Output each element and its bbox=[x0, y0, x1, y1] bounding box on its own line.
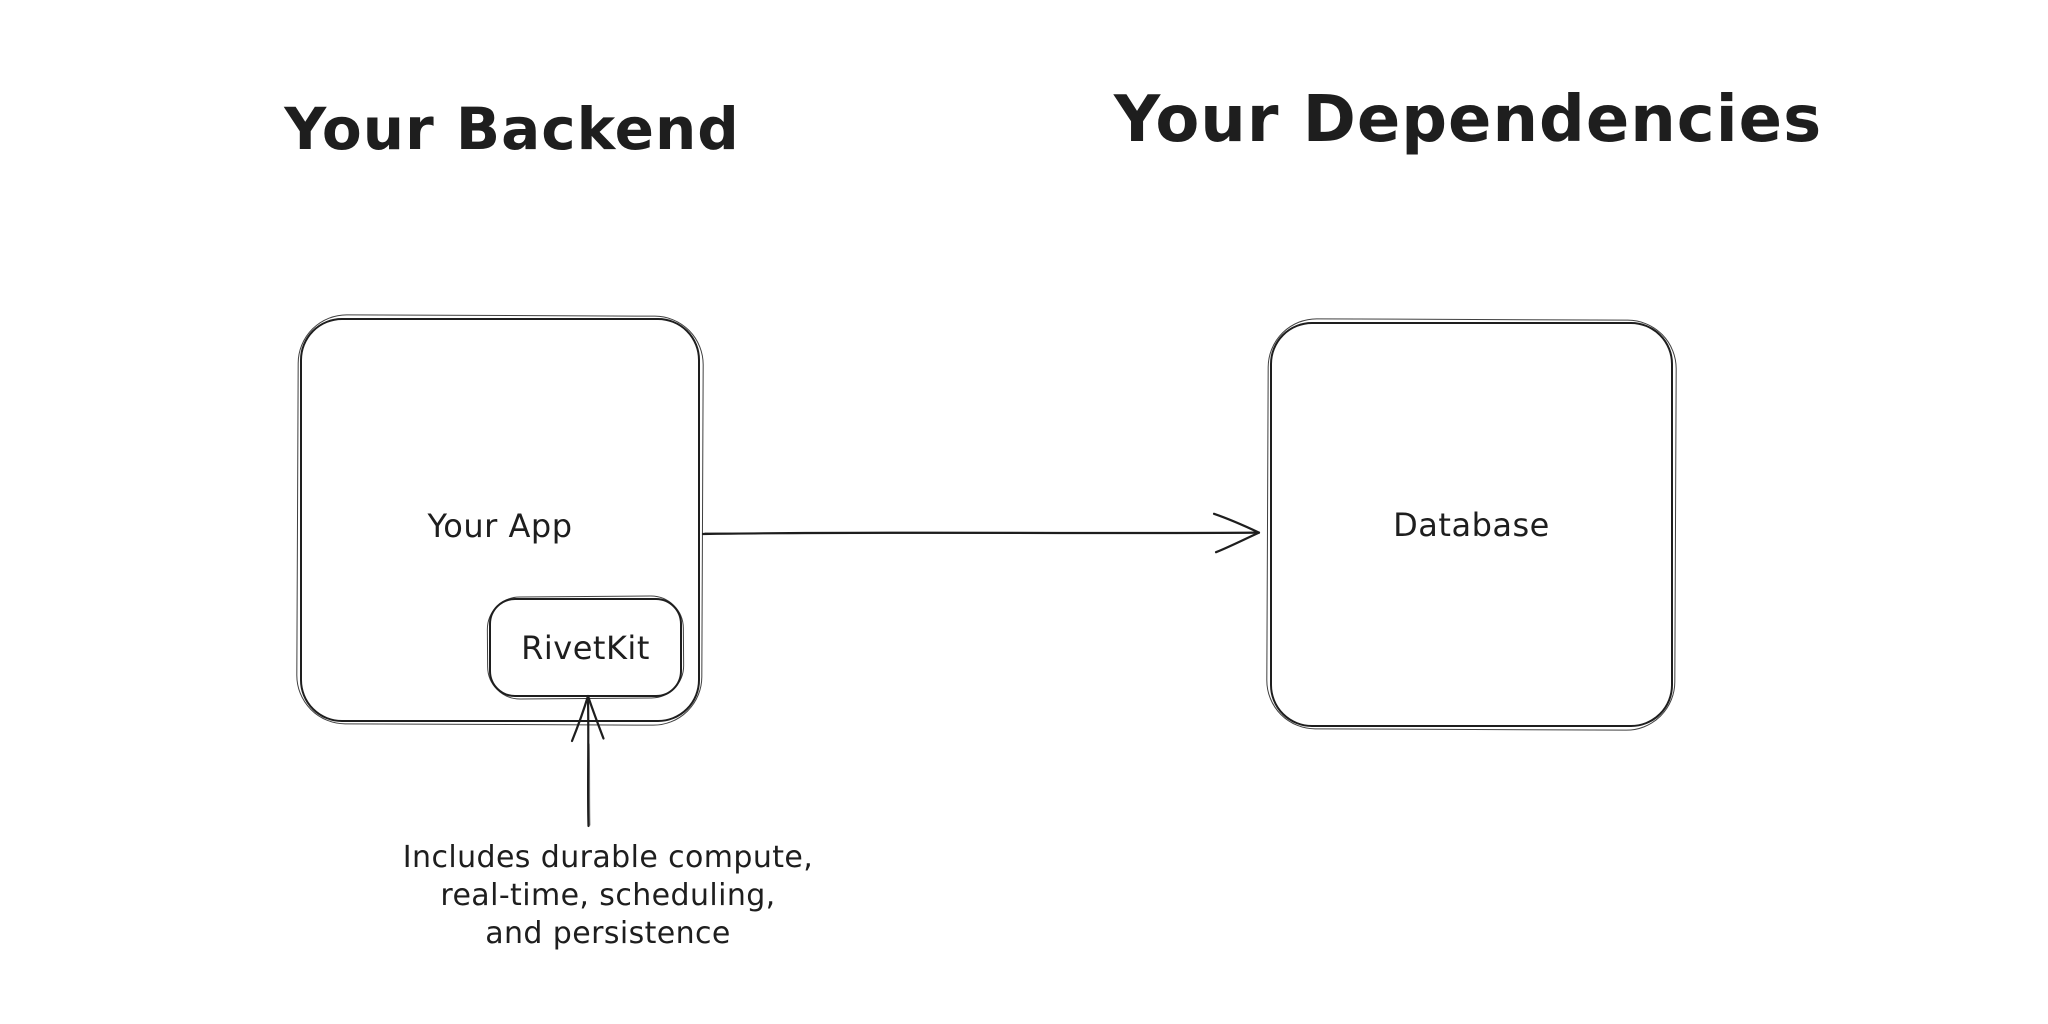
app-to-database-arrow bbox=[701, 512, 1261, 554]
rivetkit-label: RivetKit bbox=[521, 628, 650, 667]
database-box: Database bbox=[1270, 322, 1673, 727]
left-section-title: Your Backend bbox=[284, 95, 740, 163]
your-app-box: Your App RivetKit bbox=[300, 318, 700, 722]
right-section-title: Your Dependencies bbox=[1113, 83, 1823, 157]
caption-line-1: Includes durable compute, bbox=[402, 840, 814, 875]
database-label: Database bbox=[1393, 505, 1550, 544]
caption-line-2: real-time, scheduling, bbox=[440, 878, 776, 913]
your-app-label: Your App bbox=[427, 507, 573, 545]
caption-line-3: and persistence bbox=[485, 916, 731, 951]
rivetkit-caption: Includes durable compute, real-time, sch… bbox=[403, 839, 813, 953]
rivetkit-box: RivetKit bbox=[489, 598, 682, 697]
